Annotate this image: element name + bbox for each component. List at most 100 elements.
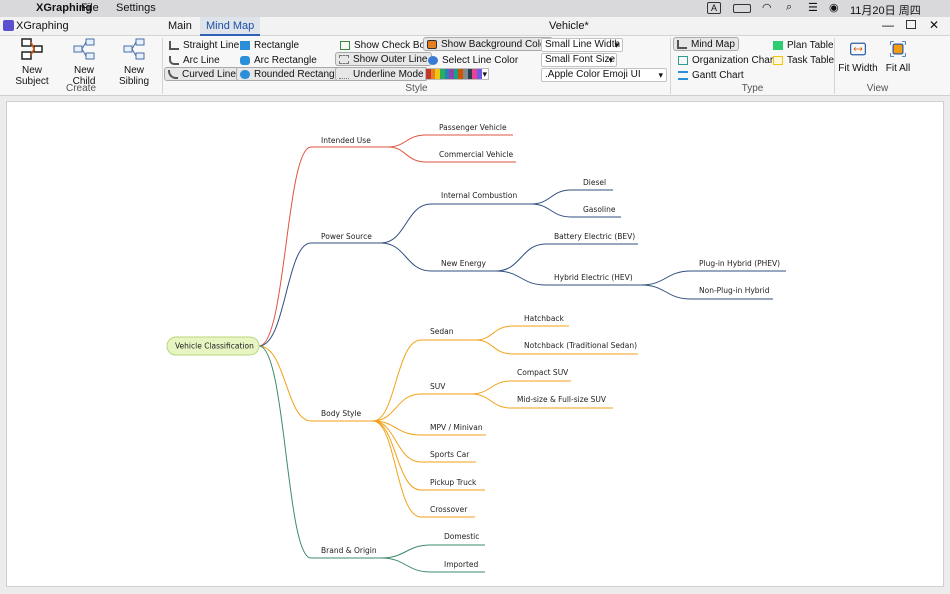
arc-rectangle-button[interactable]: Arc Rectangle [237,53,320,67]
node-hatchback[interactable]: Hatchback [524,314,565,323]
mind-map-svg: Vehicle Classification Intended Use Pass… [166,123,786,573]
rounded-rectangle-button[interactable]: Rounded Rectangle [236,67,347,81]
straight-line-icon [169,40,179,50]
menu-settings[interactable]: Settings [116,2,156,14]
rectangle-icon [240,40,250,50]
node-pickup-truck[interactable]: Pickup Truck [430,478,477,487]
node-gasoline[interactable]: Gasoline [583,205,616,214]
straight-line-label: Straight Line [183,39,240,51]
palette-swatch[interactable] [439,69,445,79]
organization-chart-label: Organization Chart [692,54,776,66]
rectangle-label: Rectangle [254,39,300,51]
color-palette-dropdown[interactable]: ▾ [425,68,489,80]
node-hev[interactable]: Hybrid Electric (HEV) [554,273,633,282]
curved-line-button[interactable]: Curved Line [164,67,240,81]
view-group-label: View [866,83,889,94]
checkbox-icon [340,40,350,50]
palette-swatch[interactable] [476,69,482,79]
palette-swatch[interactable] [453,69,459,79]
palette-swatch[interactable] [463,69,468,79]
rectangle-button[interactable]: Rectangle [237,38,302,52]
new-sibling-button[interactable]: New Sibling [108,38,160,87]
menu-file[interactable]: File [81,2,99,14]
node-compact-suv[interactable]: Compact SUV [517,368,569,377]
task-table-button[interactable]: Task Table [770,53,837,67]
root-node-label: Vehicle Classification [175,342,254,351]
mind-map-canvas[interactable]: Vehicle Classification Intended Use Pass… [6,101,944,587]
plan-table-label: Plan Table [787,39,834,51]
palette-swatch[interactable] [435,69,440,79]
node-phev[interactable]: Plug-in Hybrid (PHEV) [699,259,780,268]
palette-swatch[interactable] [430,69,436,79]
plan-table-icon [773,40,783,50]
node-mpv-minivan[interactable]: MPV / Minivan [430,423,483,432]
root-node[interactable] [166,336,260,356]
palette-swatch[interactable] [449,69,454,79]
node-notchback[interactable]: Notchback (Traditional Sedan) [524,341,637,350]
fit-all-button[interactable]: Fit All [882,40,914,74]
node-brand-origin[interactable]: Brand & Origin [321,546,377,555]
show-check-box-label: Show Check Box [354,39,431,51]
node-sedan[interactable]: Sedan [430,327,454,336]
chevron-down-icon[interactable]: ▾ [481,69,489,79]
rounded-rectangle-icon [240,69,250,79]
new-sibling-label: New Sibling [118,65,150,87]
new-subject-label: New Subject [15,65,49,87]
node-non-plug-in-hybrid[interactable]: Non-Plug-in Hybrid [699,286,770,295]
app-logo-icon [3,20,14,31]
straight-line-button[interactable]: Straight Line [166,38,242,52]
fit-width-button[interactable]: Fit Width [838,40,878,74]
gantt-chart-label: Gantt Chart [692,69,744,81]
palette-swatch[interactable] [444,69,450,79]
show-check-box-button[interactable]: Show Check Box [337,38,433,52]
input-source-badge[interactable]: A [707,2,722,14]
battery-icon[interactable] [733,4,751,13]
show-outer-line-button[interactable]: Show Outer Line [335,52,432,66]
control-center-icon[interactable]: ☰ [808,2,818,14]
palette-swatch[interactable] [467,69,473,79]
font-family-select[interactable]: .Apple Color Emoji UI [541,68,667,82]
node-body-style[interactable]: Body Style [321,409,362,418]
line-width-select[interactable]: Small Line Width [541,38,623,52]
arc-rectangle-label: Arc Rectangle [254,54,317,66]
node-bev[interactable]: Battery Electric (BEV) [554,232,635,241]
arc-line-button[interactable]: Arc Line [166,53,223,67]
node-internal-combustion[interactable]: Internal Combustion [441,191,517,200]
node-commercial-vehicle[interactable]: Commercial Vehicle [439,150,513,159]
siri-icon[interactable]: ◉ [829,2,839,14]
type-mind-map-button[interactable]: Mind Map [673,37,739,51]
node-new-energy[interactable]: New Energy [441,259,487,268]
node-midsize-suv[interactable]: Mid-size & Full-size SUV [517,395,607,404]
font-size-select[interactable]: Small Font Size [541,53,617,67]
search-icon[interactable]: ⌕ [786,1,793,13]
new-child-button[interactable]: New Child [62,38,106,87]
close-icon[interactable]: ✕ [929,18,940,32]
node-imported[interactable]: Imported [444,560,479,569]
fit-width-icon [850,42,866,56]
restore-icon[interactable] [906,20,916,29]
node-crossover[interactable]: Crossover [430,505,468,514]
node-passenger-vehicle[interactable]: Passenger Vehicle [439,123,507,132]
fit-all-label: Fit All [885,63,911,74]
select-line-color-button[interactable]: Select Line Color [425,53,521,67]
node-suv[interactable]: SUV [430,382,446,391]
palette-swatch[interactable] [458,69,463,79]
node-power-source[interactable]: Power Source [321,232,372,241]
underline-mode-button[interactable]: Underline Mode [335,67,428,81]
organization-chart-button[interactable]: Organization Chart [675,53,779,67]
node-diesel[interactable]: Diesel [583,178,606,187]
tab-main[interactable]: Main [168,20,192,32]
plan-table-button[interactable]: Plan Table [770,38,837,52]
palette-swatch[interactable] [426,69,431,79]
palette-swatch[interactable] [472,69,477,79]
tab-mind-map[interactable]: Mind Map [200,17,261,36]
minimize-icon[interactable]: — [882,18,894,32]
menu-app-name[interactable]: XGraphing [36,2,93,14]
wifi-icon[interactable]: ◠ [762,2,772,14]
node-intended-use[interactable]: Intended Use [321,136,371,145]
node-sports-car[interactable]: Sports Car [430,450,470,459]
new-subject-button[interactable]: New Subject [4,38,60,87]
show-background-color-button[interactable]: Show Background Color [423,37,553,51]
gantt-chart-button[interactable]: Gantt Chart [675,68,747,82]
node-domestic[interactable]: Domestic [444,532,479,541]
